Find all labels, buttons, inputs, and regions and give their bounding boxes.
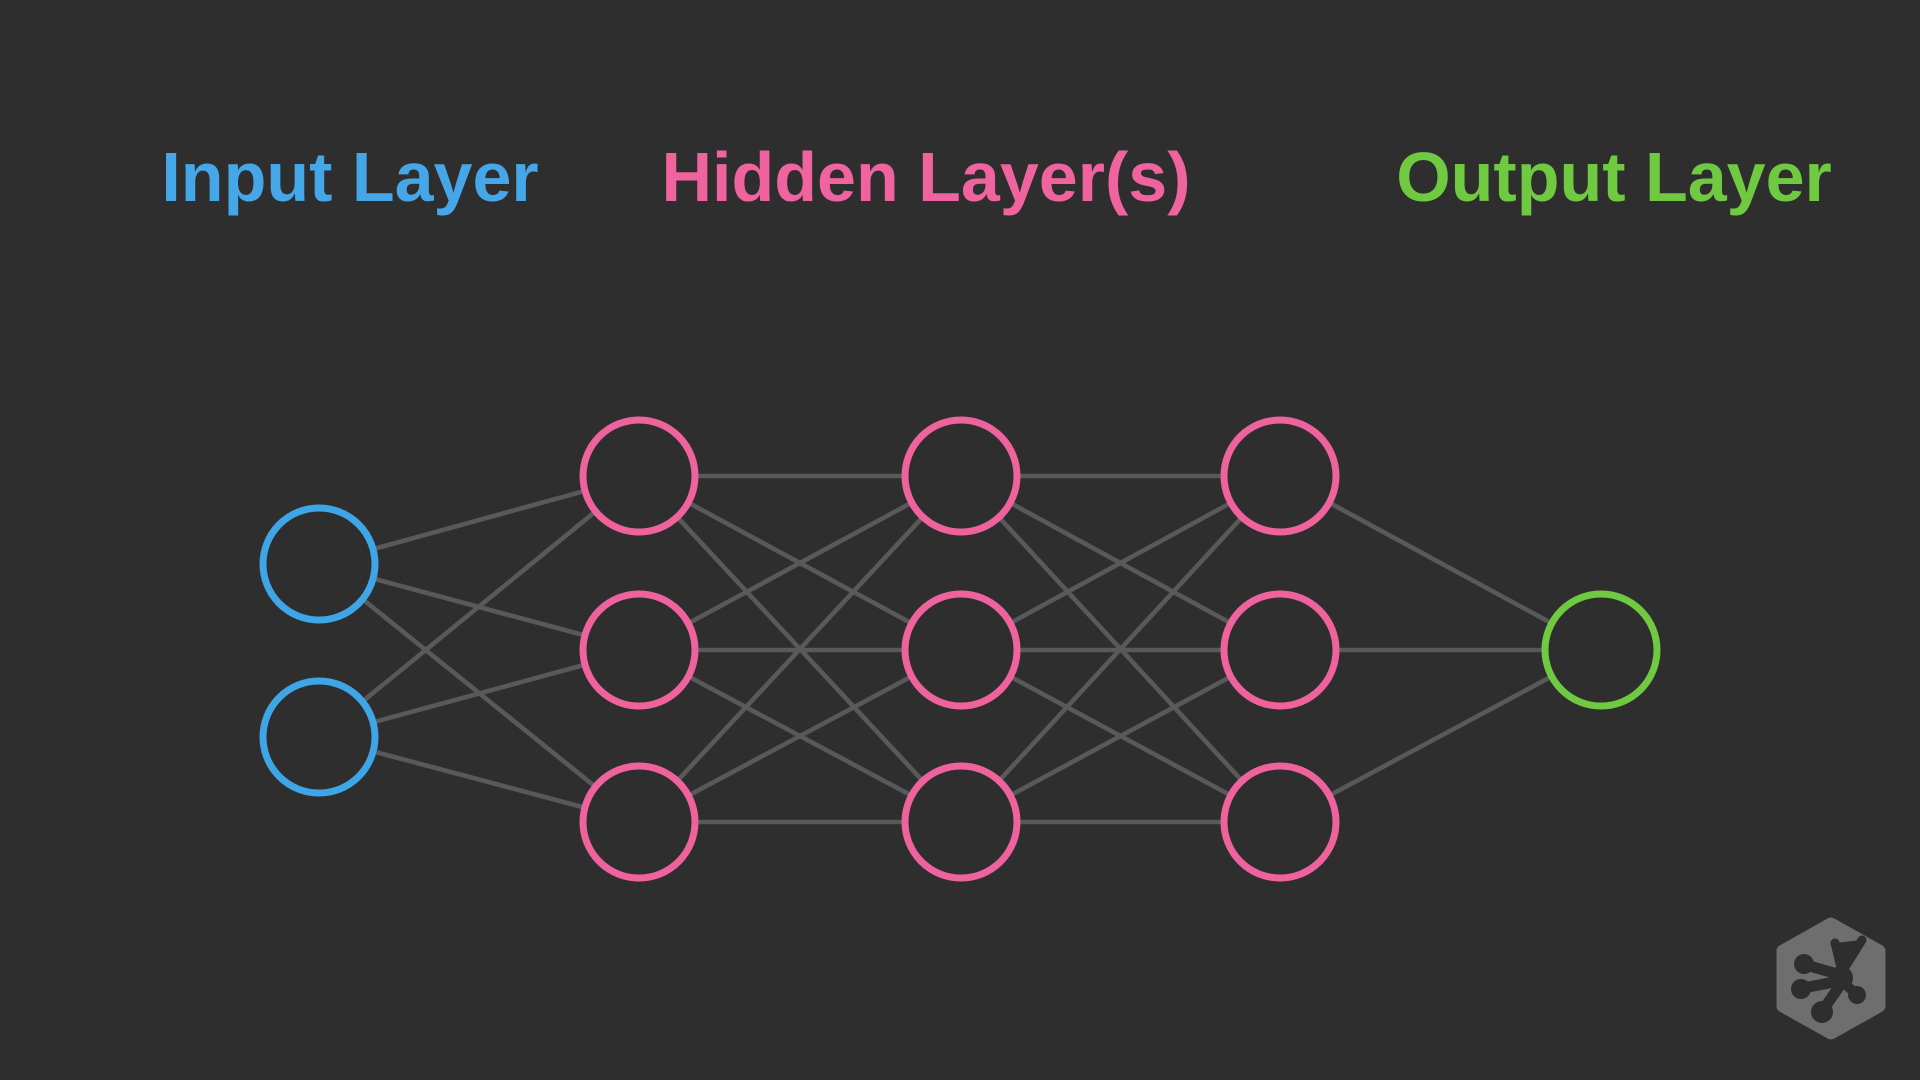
hidden-node — [1220, 762, 1340, 882]
hidden-node — [579, 762, 699, 882]
hidden-node — [579, 416, 699, 536]
hidden-node — [901, 416, 1021, 536]
input-node — [259, 504, 379, 624]
hidden-node — [1220, 590, 1340, 710]
hidden-node — [901, 590, 1021, 710]
output-layer-label: Output Layer — [1396, 138, 1832, 216]
edge — [959, 473, 1282, 653]
edge — [317, 474, 641, 739]
logo-paw-cutout — [1791, 935, 1867, 1023]
input-node — [259, 677, 379, 797]
nodes — [259, 416, 1661, 882]
hidden-layer-label: Hidden Layer(s) — [661, 138, 1191, 216]
edge — [959, 474, 1282, 824]
hidden-node — [901, 762, 1021, 882]
input-layer-label: Input Layer — [161, 138, 539, 216]
edge — [637, 474, 963, 824]
hidden-node — [579, 590, 699, 710]
hidden-node — [1220, 416, 1340, 536]
output-node — [1541, 590, 1661, 710]
edge — [637, 473, 963, 653]
edge — [959, 647, 1282, 825]
gecko-paw-logo-icon — [1776, 917, 1886, 1040]
edge — [637, 647, 963, 825]
edge — [1278, 473, 1603, 653]
edge — [1278, 647, 1603, 825]
